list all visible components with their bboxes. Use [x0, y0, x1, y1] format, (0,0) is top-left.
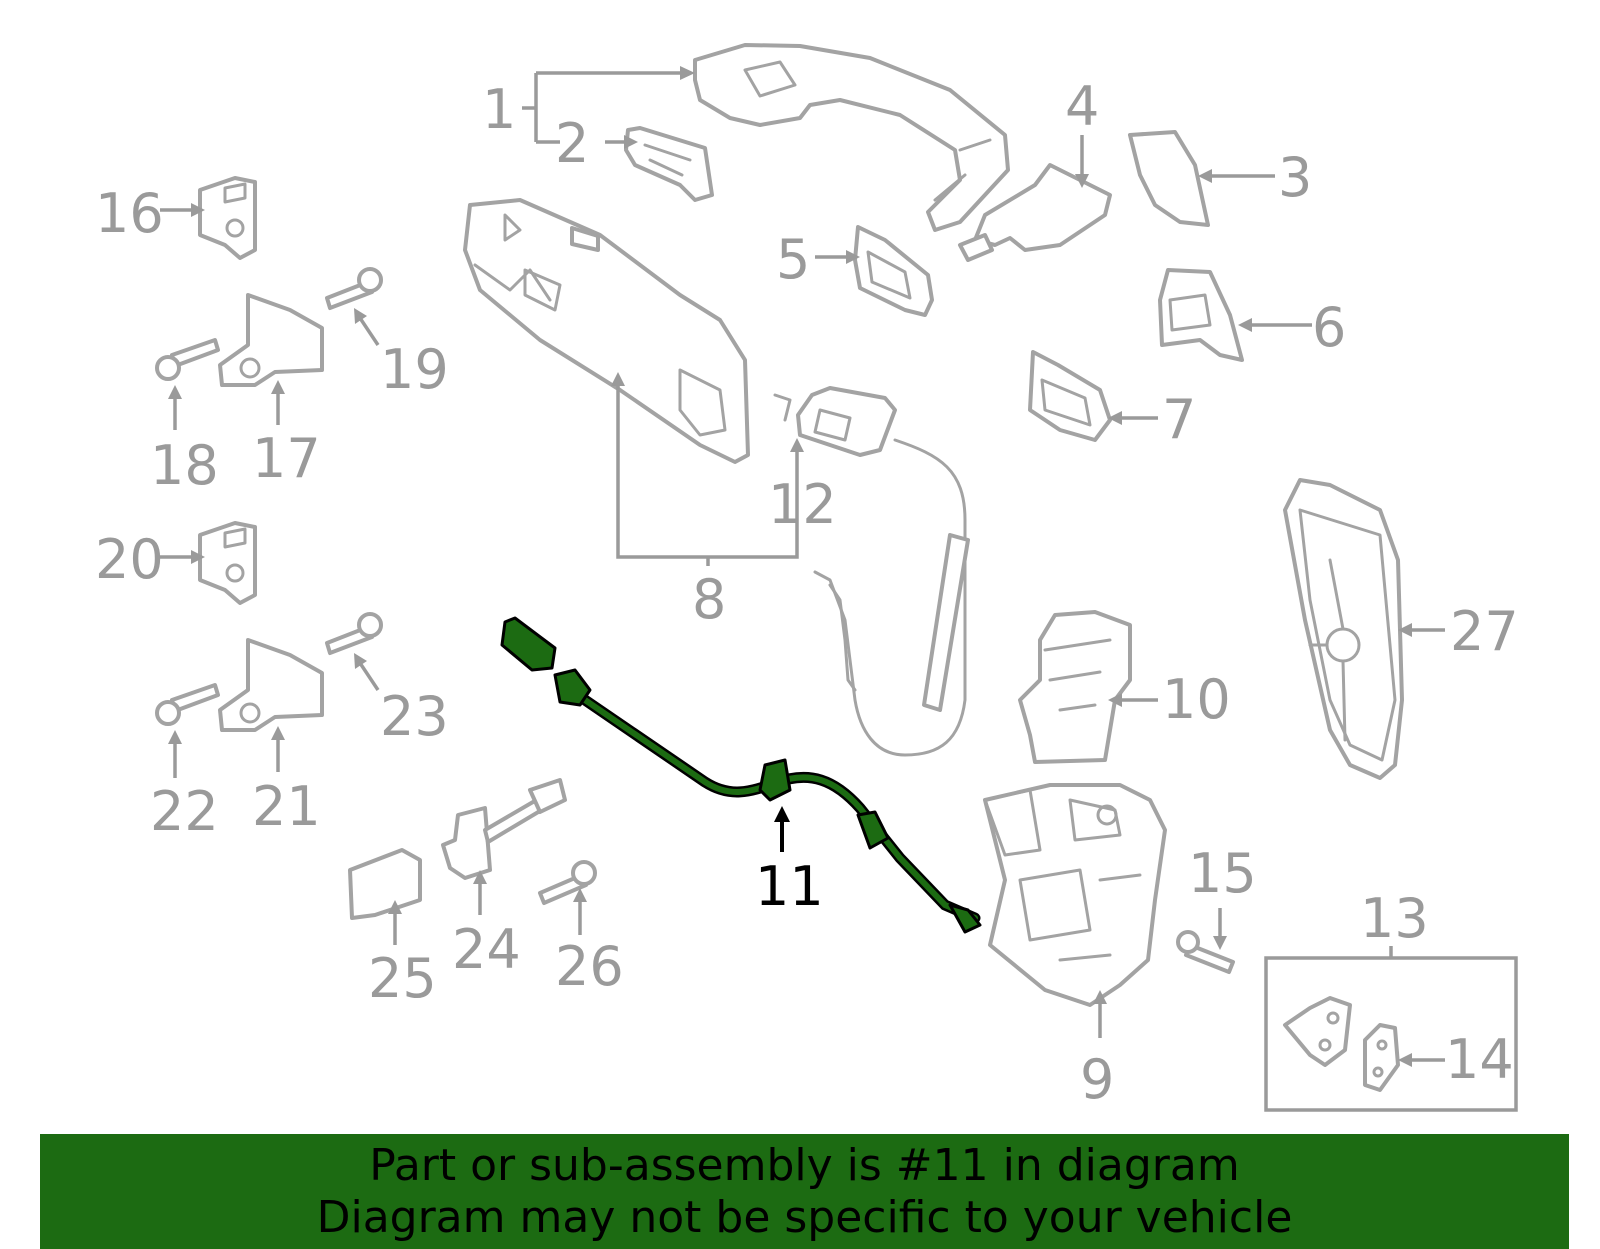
bolts	[155, 267, 1235, 974]
label-20: 20	[95, 528, 164, 591]
label-15: 15	[1188, 842, 1257, 905]
part-1-outer-handle	[693, 43, 1010, 232]
leader-lines	[160, 66, 1445, 1067]
part-labels: 1 2 3 4 5 6 7 8 9 10 11 12 13 14 15 16 1…	[95, 75, 1519, 1111]
part-2-gasket	[624, 126, 714, 202]
label-9: 9	[1080, 1048, 1114, 1111]
label-7: 7	[1162, 388, 1196, 451]
label-14: 14	[1445, 1028, 1514, 1091]
label-24: 24	[452, 918, 521, 981]
part-17-hinge	[218, 293, 324, 387]
part-25-pad	[348, 848, 422, 920]
part-3-cap	[1128, 130, 1210, 227]
part-6-bracket	[1158, 268, 1244, 362]
label-17: 17	[252, 427, 321, 490]
label-4: 4	[1065, 75, 1099, 138]
label-11: 11	[755, 855, 824, 918]
part-cable-gray	[813, 438, 967, 757]
part-14-striker	[1283, 996, 1352, 1067]
label-22: 22	[150, 780, 219, 843]
part-8-handle-frame	[463, 198, 750, 464]
label-12: 12	[768, 473, 837, 536]
part-cable-sleeve	[922, 533, 970, 712]
part-9-latch	[983, 783, 1167, 1007]
part-4-lock-cylinder	[958, 163, 1112, 262]
banner-line-2: Diagram may not be specific to your vehi…	[316, 1192, 1293, 1243]
label-16: 16	[95, 182, 164, 245]
part-20-bracket	[198, 521, 257, 605]
info-banner: Part or sub-assembly is #11 in diagram D…	[40, 1134, 1569, 1249]
part-24-door-check	[441, 778, 567, 880]
label-3: 3	[1278, 146, 1312, 209]
label-19: 19	[380, 338, 449, 401]
part-21-hinge	[218, 638, 324, 732]
label-25: 25	[368, 947, 437, 1010]
label-21: 21	[252, 775, 321, 838]
part-10-bracket	[1018, 610, 1132, 764]
part-7-seal	[1028, 350, 1112, 442]
label-1: 1	[482, 78, 516, 141]
part-12-bracket	[773, 386, 897, 457]
banner-line-1: Part or sub-assembly is #11 in diagram	[369, 1140, 1240, 1191]
label-23: 23	[380, 685, 449, 748]
label-18: 18	[150, 434, 219, 497]
part-11-cable-highlighted	[500, 616, 982, 934]
label-5: 5	[776, 228, 810, 291]
label-2: 2	[555, 112, 589, 175]
label-6: 6	[1312, 296, 1346, 359]
part-5-seal	[853, 225, 934, 317]
label-10: 10	[1162, 668, 1231, 731]
part-16-bracket	[198, 176, 257, 260]
label-27: 27	[1450, 600, 1519, 663]
label-26: 26	[555, 935, 624, 998]
part-27-panel	[1283, 478, 1404, 780]
label-8: 8	[692, 568, 726, 631]
label-13: 13	[1360, 887, 1429, 950]
